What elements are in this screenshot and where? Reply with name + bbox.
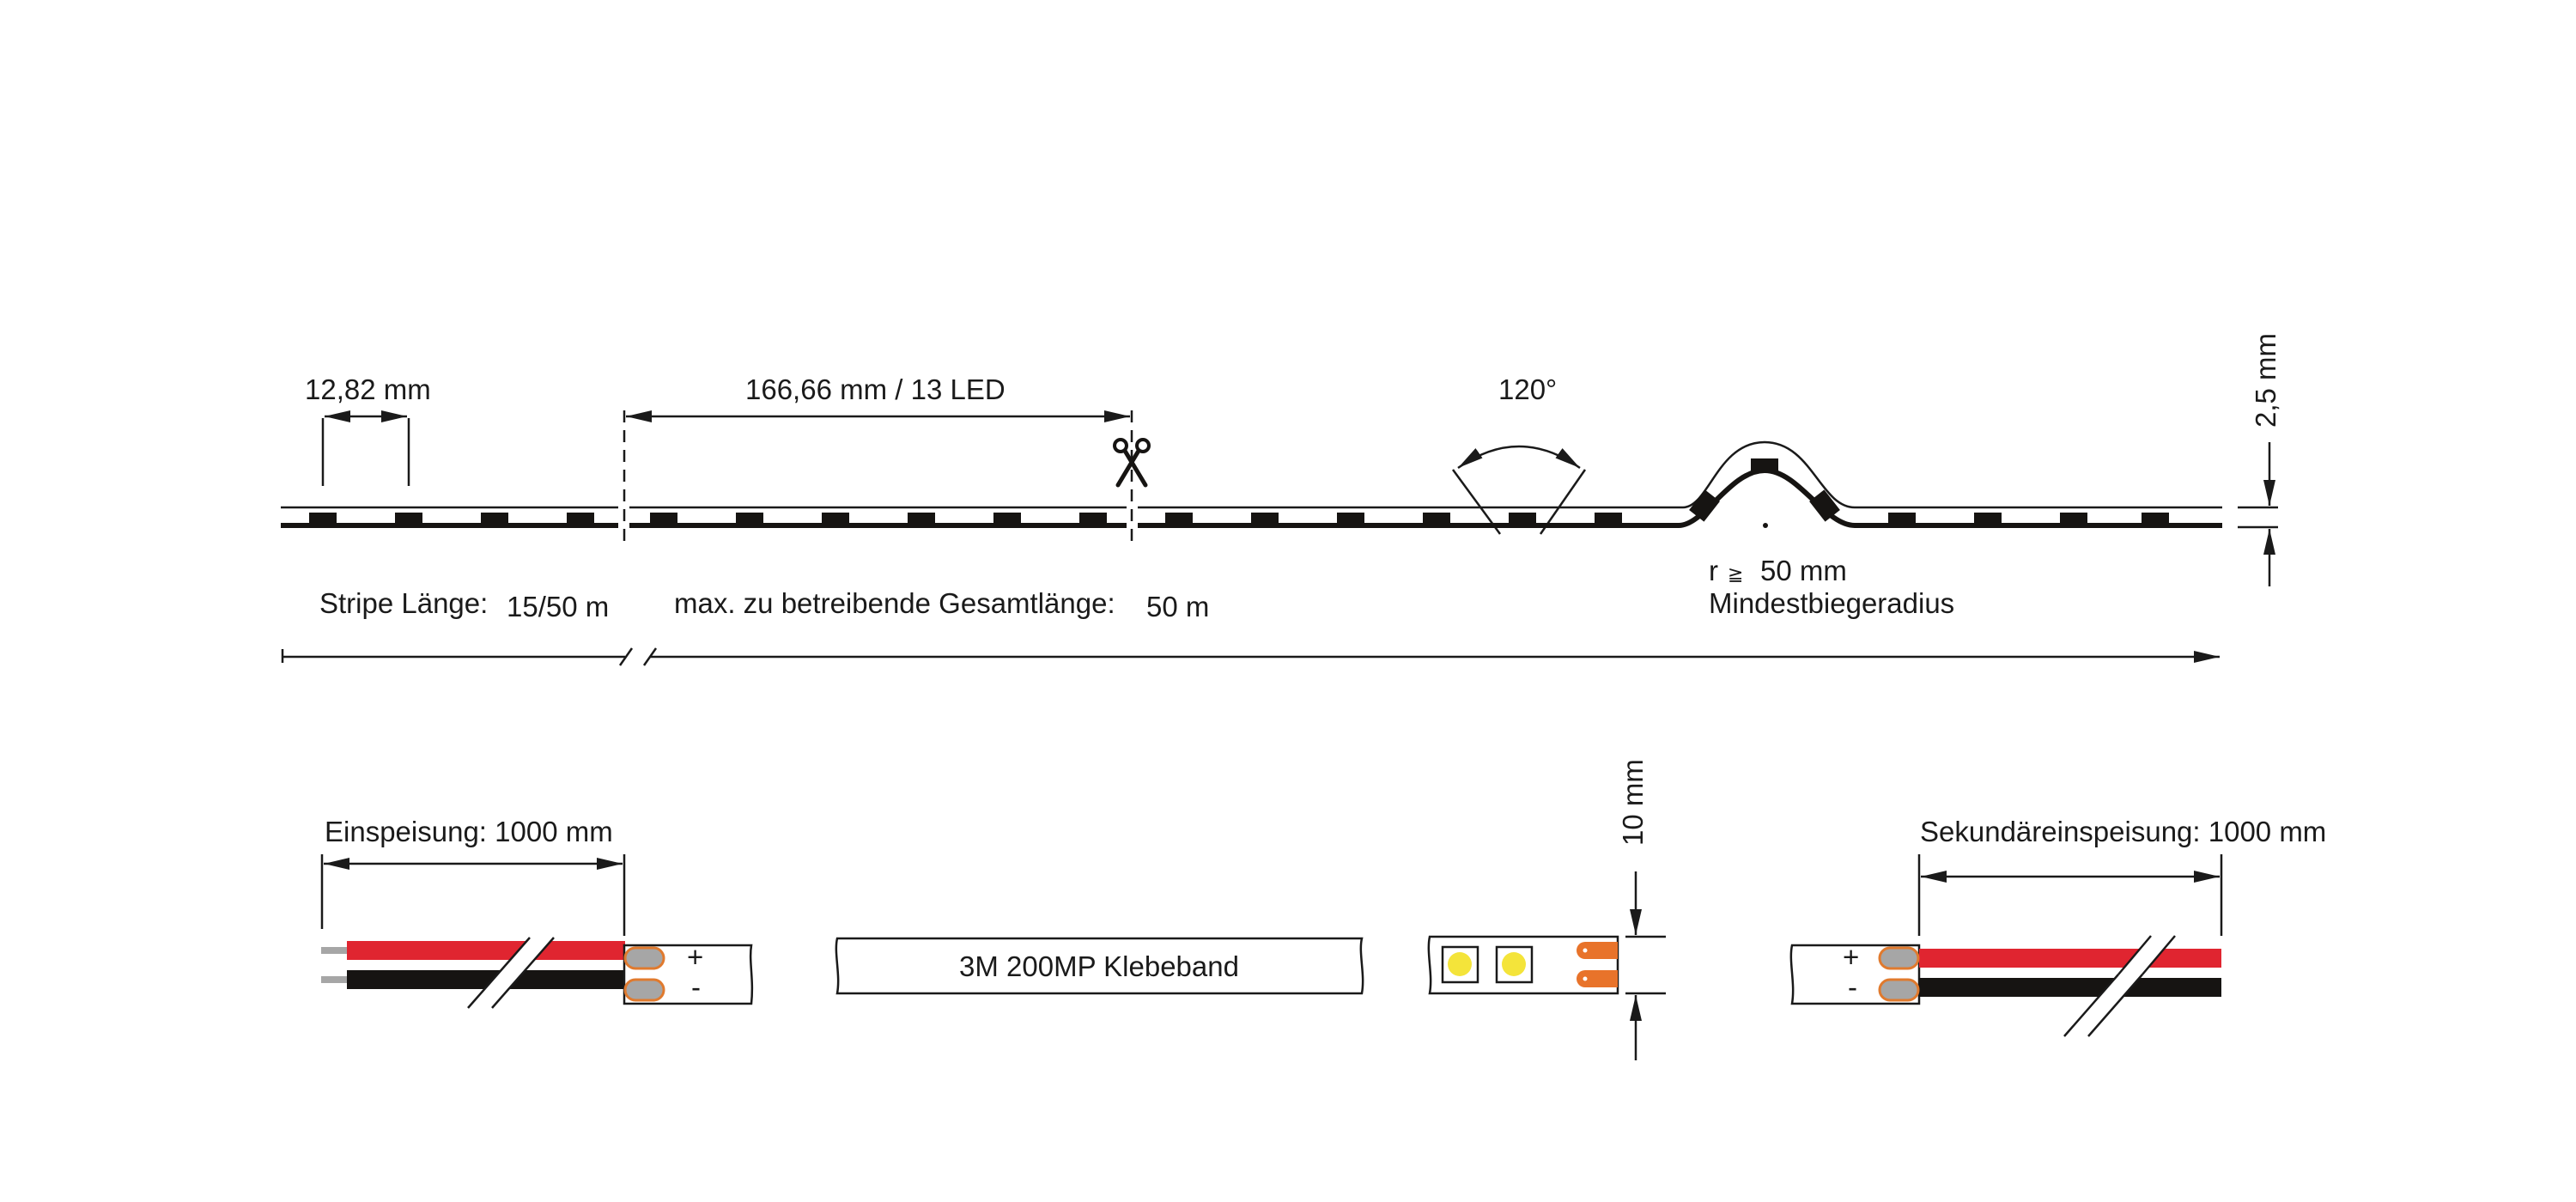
radius-operator: ≧ <box>1728 563 1743 585</box>
strip-length-value: 15/50 m <box>507 591 609 622</box>
wire-tip-negative <box>321 976 349 983</box>
overall-length-arrow <box>281 647 2220 666</box>
led-chip <box>1974 513 2002 525</box>
led-chip <box>309 513 337 525</box>
led-phosphor <box>1502 952 1526 976</box>
led-chip <box>1888 513 1916 525</box>
radius-value: 50 mm <box>1760 555 1847 586</box>
segment-label: 166,66 mm / 13 LED <box>745 373 1005 405</box>
secondary-feed-label: Sekundäreinspeisung: 1000 mm <box>1920 816 2326 847</box>
max-length-value: 50 m <box>1146 591 1209 622</box>
led-chip <box>2060 513 2087 525</box>
led-phosphor <box>1448 952 1472 976</box>
led-pitch-label: 12,82 mm <box>305 373 431 405</box>
led-chip <box>1337 513 1364 525</box>
led-chip <box>395 513 422 525</box>
negative-symbol: - <box>1848 971 1857 1003</box>
led-chip <box>1689 489 1720 522</box>
negative-symbol: - <box>691 971 701 1003</box>
height-dimension: 2,5 mm <box>2238 333 2281 586</box>
led-chip <box>993 513 1021 525</box>
led-chip <box>1251 513 1279 525</box>
led-chip <box>822 513 849 525</box>
max-length-label: max. zu betreibende Gesamtlänge: <box>674 587 1115 619</box>
scissors-icon <box>1113 438 1151 488</box>
led-chip <box>1423 513 1450 525</box>
feed-label: Einspeisung: 1000 mm <box>325 816 613 847</box>
feed-cable-right: Sekundäreinspeisung: 1000 mm + - <box>1789 816 2326 1037</box>
led-chip <box>2142 513 2169 525</box>
radius-caption: Mindestbiegeradius <box>1709 587 1954 619</box>
led-chip <box>567 513 594 525</box>
led-chip <box>908 513 935 525</box>
strip-profile <box>281 440 2222 528</box>
plan-view: Einspeisung: 1000 mm + - 3M 200MP Klebeb… <box>320 759 2326 1060</box>
positive-symbol: + <box>687 941 703 973</box>
copper-pad-positive <box>1577 942 1618 959</box>
length-labels: Stripe Länge: 15/50 m max. zu betreibend… <box>319 587 1209 622</box>
led-chip <box>1751 458 1778 471</box>
wire-tip-positive <box>321 947 349 954</box>
strip-length-label: Stripe Länge: <box>319 587 488 619</box>
led-chip <box>1509 513 1536 525</box>
width-label: 10 mm <box>1617 759 1649 846</box>
led-chip <box>650 513 677 525</box>
wire-positive <box>1919 949 2221 968</box>
solder-pad-positive <box>623 946 665 970</box>
solder-pad-positive <box>1878 946 1920 970</box>
radius-symbol: r <box>1709 555 1718 586</box>
wire-negative <box>1919 978 2221 997</box>
positive-symbol: + <box>1843 941 1859 973</box>
solder-pad-negative <box>623 978 665 1002</box>
solder-pad-negative <box>1878 978 1920 1002</box>
side-profile-view: 12,82 mm 166,66 mm / 13 LED 120° <box>281 333 2281 666</box>
copper-pad-negative <box>1577 970 1618 987</box>
led-chip <box>481 513 508 525</box>
led-chip <box>1809 489 1840 522</box>
led-chip <box>736 513 763 525</box>
led-chip <box>1595 513 1622 525</box>
adhesive-tape-section: 3M 200MP Klebeband <box>835 937 1364 995</box>
segment-dimension: 166,66 mm / 13 LED <box>623 373 1133 541</box>
feed-cable-left: Einspeisung: 1000 mm + - <box>320 816 754 1009</box>
adhesive-label: 3M 200MP Klebeband <box>959 950 1239 982</box>
led-chip <box>1165 513 1193 525</box>
led-chip <box>1079 513 1107 525</box>
height-label: 2,5 mm <box>2250 333 2281 428</box>
wire-negative <box>347 970 625 989</box>
wire-positive <box>347 941 625 960</box>
beam-angle-indicator: 120° <box>1451 373 1587 535</box>
bend-center-dot <box>1763 523 1768 528</box>
led-section-top: 10 mm <box>1427 759 1666 1060</box>
bend-radius-annotation: r ≧ 50 mm Mindestbiegeradius <box>1709 555 1954 619</box>
beam-angle-label: 120° <box>1498 373 1557 405</box>
led-pitch-dimension: 12,82 mm <box>305 373 431 486</box>
